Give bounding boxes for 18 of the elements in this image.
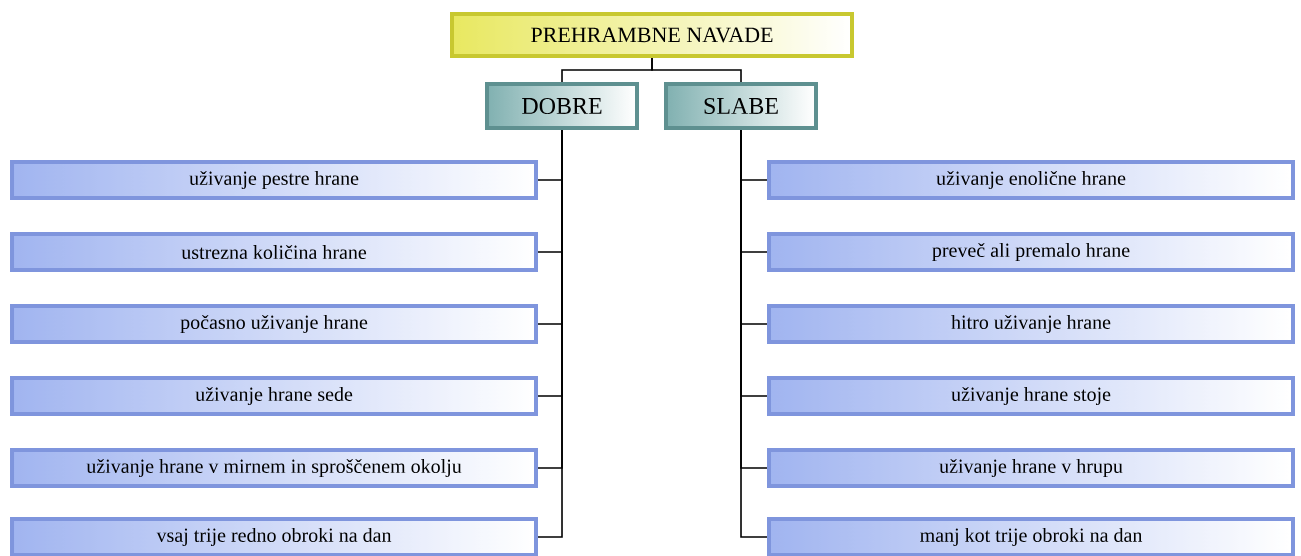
item-box: vsaj trije redno obroki na dan bbox=[10, 517, 538, 556]
category-box: SLABE bbox=[664, 82, 818, 130]
item-box: uživanje hrane stoje bbox=[767, 376, 1295, 416]
item-box: manj kot trije obroki na dan bbox=[767, 517, 1295, 556]
title-box: PREHRAMBNE NAVADE bbox=[450, 12, 854, 58]
connector-line bbox=[651, 57, 742, 83]
item-box: uživanje hrane sede bbox=[10, 376, 538, 416]
item-box: uživanje pestre hrane bbox=[10, 160, 538, 200]
item-box: uživanje enolične hrane bbox=[767, 160, 1295, 200]
item-box: uživanje hrane v hrupu bbox=[767, 448, 1295, 488]
connector-line bbox=[740, 129, 768, 538]
item-box: uživanje hrane v mirnem in sproščenem okolju bbox=[10, 448, 538, 488]
category-box: DOBRE bbox=[485, 82, 639, 130]
item-box: hitro uživanje hrane bbox=[767, 304, 1295, 344]
connector-line bbox=[537, 129, 563, 538]
item-box: počasno uživanje hrane bbox=[10, 304, 538, 344]
item-box: ustrezna količina hrane bbox=[10, 232, 538, 272]
item-box: preveč ali premalo hrane bbox=[767, 232, 1295, 272]
